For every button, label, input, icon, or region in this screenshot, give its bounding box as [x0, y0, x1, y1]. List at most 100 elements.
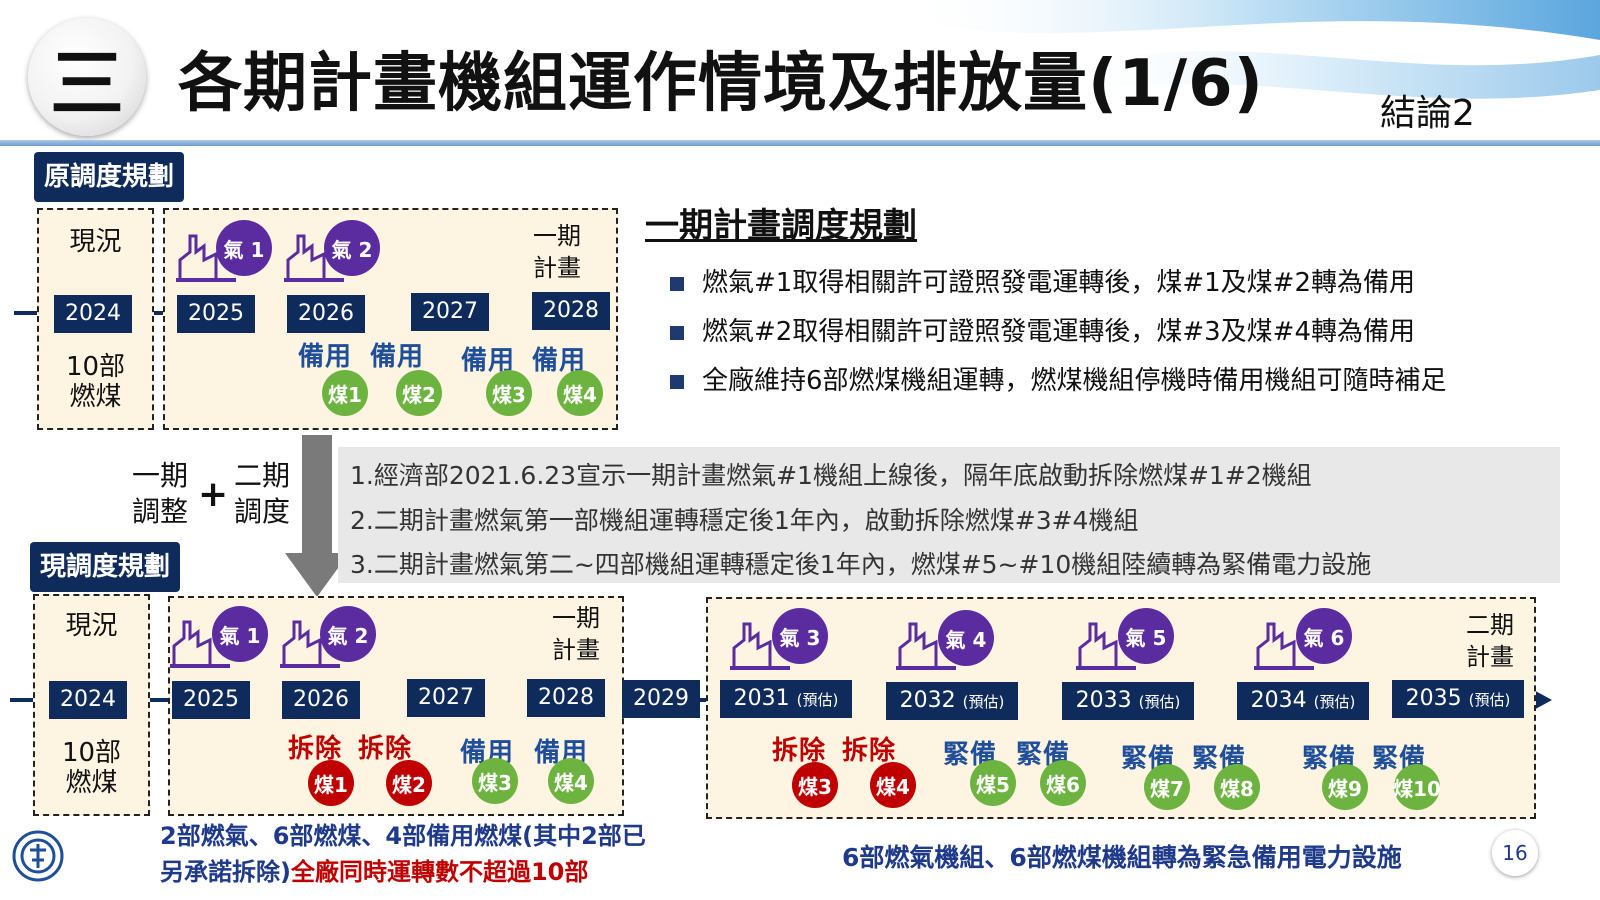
coal-status-word: 拆除: [842, 736, 897, 766]
year-2027: 2027: [407, 679, 485, 717]
plan-tag-line1: 一期: [552, 604, 600, 632]
bullet-square-icon: [670, 374, 684, 389]
coal-unit-7-badge: 煤7: [1144, 764, 1190, 810]
year-2026: 2026: [282, 681, 360, 719]
adjust-right-text: 二期 調度: [234, 458, 290, 530]
gas-unit-2-badge: 氣 2: [324, 220, 380, 276]
gas-plant-icon: [176, 234, 236, 282]
gas-unit-1-badge: 氣 1: [212, 606, 268, 662]
coal-status-word: 拆除: [772, 736, 827, 766]
summary-line2: 另承諾拆除)全廠同時運轉數不超過10部: [160, 854, 646, 890]
adjust-left-line1: 一期: [132, 459, 189, 492]
year-estimate-note: (預估): [1468, 691, 1511, 709]
plan-bullet: 燃氣#1取得相關許可證照發電運轉後，煤#1及煤#2轉為備用: [670, 262, 1415, 299]
coal-unit-3-badge: 煤3: [792, 762, 838, 808]
year-estimate-note: (預估): [796, 691, 839, 709]
gas-unit-5-badge: 氣 5: [1118, 608, 1174, 664]
coal-status-word: 拆除: [358, 734, 413, 764]
phase2-summary: 6部燃氣機組、6部燃煤機組轉為緊急備用電力設施: [842, 843, 1402, 872]
year-2028: 2028: [527, 679, 605, 717]
page-title: 各期計畫機組運作情境及排放量(1/6): [178, 47, 1264, 121]
adjust-right-line1: 二期: [234, 459, 291, 492]
phase2-plan-tag: 二期 計畫: [1466, 609, 1514, 673]
conclusion-tag: 結論2: [1380, 93, 1475, 134]
gas-plant-icon: [730, 622, 790, 670]
year-2035: 2035 (預估): [1392, 680, 1524, 718]
current-status: 10部 燃煤: [35, 738, 148, 798]
year-value: 2032: [899, 688, 956, 713]
down-arrow-shaft: [302, 435, 332, 555]
coal-unit-2-badge: 煤2: [386, 760, 432, 806]
coal-unit-4-badge: 煤4: [870, 762, 916, 808]
year-value: 2033: [1075, 688, 1132, 713]
year-2031: 2031 (預估): [720, 680, 852, 718]
phase1-plan-heading: 一期計畫調度規劃: [645, 206, 917, 246]
year-2025: 2025: [177, 295, 255, 333]
year-value: 2035: [1405, 686, 1462, 711]
gas-unit-2-badge: 氣 2: [320, 606, 376, 662]
note-line: 3.二期計畫燃氣第二~四部機組運轉穩定後1年內，燃煤#5~#10機組陸續轉為緊備…: [350, 550, 1372, 579]
current-status-line1: 10部: [65, 352, 126, 382]
coal-unit-10-badge: 煤10: [1393, 764, 1441, 810]
year-2024: 2024: [54, 295, 132, 333]
year-estimate-note: (預估): [962, 693, 1005, 711]
year-2033: 2033 (預估): [1062, 682, 1194, 720]
coal-unit-5-badge: 煤5: [970, 760, 1016, 806]
summary-line2-b: 全廠同時運轉數不超過10部: [290, 858, 589, 886]
year-2028: 2028: [532, 292, 610, 330]
year-value: 2034: [1250, 688, 1307, 713]
year-2029: 2029: [622, 680, 700, 718]
coal-unit-4-badge: 煤4: [557, 370, 603, 416]
summary-line1: 2部燃氣、6部燃煤、4部備用燃煤(其中2部已: [160, 822, 646, 850]
current-status-line2: 燃煤: [65, 768, 118, 798]
plan-bullet-text: 全廠維持6部燃煤機組運轉，燃煤機組停機時備用機組可隨時補足: [702, 366, 1447, 396]
year-estimate-note: (預估): [1313, 693, 1356, 711]
gas-plant-icon: [1254, 622, 1314, 670]
bullet-square-icon: [670, 325, 684, 340]
plan-tag-line2: 計畫: [552, 636, 600, 664]
header-decoration: [900, 0, 1600, 99]
bullet-square-icon: [670, 276, 684, 291]
coal-unit-9-badge: 煤9: [1322, 764, 1368, 810]
year-2027: 2027: [411, 293, 489, 331]
current-status-line1: 10部: [61, 738, 122, 768]
page-number: 16: [1492, 830, 1538, 876]
gas-plant-icon: [280, 620, 340, 668]
plan-tag-line1: 二期: [1466, 611, 1514, 639]
plan-tag-line2: 計畫: [1466, 643, 1514, 671]
gas-plant-icon: [284, 234, 344, 282]
plan-bullet: 全廠維持6部燃煤機組運轉，燃煤機組停機時備用機組可隨時補足: [670, 360, 1447, 397]
adjust-left-text: 一期 調整: [132, 458, 188, 530]
coal-unit-3-badge: 煤3: [486, 370, 532, 416]
coal-status-word: 拆除: [288, 734, 343, 764]
original-plan-label: 原調度規劃: [34, 152, 185, 202]
taipower-logo-icon: [12, 830, 64, 882]
note-line: 2.二期計畫燃氣第一部機組運轉穩定後1年內，啟動拆除燃煤#3#4機組: [350, 506, 1139, 535]
coal-unit-8-badge: 煤8: [1214, 764, 1260, 810]
header-divider: [0, 140, 1600, 146]
current-status-line2: 燃煤: [69, 382, 122, 412]
section-number-badge: 三: [28, 18, 146, 136]
coal-unit-6-badge: 煤6: [1040, 760, 1086, 806]
plan-bullet-text: 燃氣#2取得相關許可證照發電運轉後，煤#3及煤#4轉為備用: [702, 317, 1415, 347]
plan-bullet: 燃氣#2取得相關許可證照發電運轉後，煤#3及煤#4轉為備用: [670, 311, 1415, 348]
plan-bullet-text: 燃氣#1取得相關許可證照發電運轉後，煤#1及煤#2轉為備用: [702, 268, 1415, 298]
gas-plant-icon: [170, 620, 230, 668]
coal-unit-1-badge: 煤1: [322, 370, 368, 416]
year-value: 2031: [733, 686, 790, 711]
summary-line2-a: 另承諾拆除): [160, 858, 291, 886]
coal-unit-1-badge: 煤1: [308, 760, 354, 806]
coal-unit-4-badge: 煤4: [548, 758, 594, 804]
adjust-left-line2: 調整: [132, 495, 189, 528]
adjust-right-line2: 調度: [234, 495, 291, 528]
year-estimate-note: (預估): [1138, 693, 1181, 711]
year-2025: 2025: [172, 681, 250, 719]
note-line: 1.經濟部2021.6.23宣示一期計畫燃氣#1機組上線後，隔年底啟動拆除燃煤#…: [350, 461, 1312, 490]
gas-plant-icon: [896, 622, 956, 670]
plus-icon: +: [198, 474, 229, 515]
gas-unit-4-badge: 氣 4: [938, 610, 994, 666]
year-2026: 2026: [287, 295, 365, 333]
current-plan-summary: 2部燃氣、6部燃煤、4部備用燃煤(其中2部已 另承諾拆除)全廠同時運轉數不超過1…: [160, 818, 646, 890]
current-title: 現況: [65, 611, 118, 641]
current-title: 現況: [69, 227, 122, 257]
